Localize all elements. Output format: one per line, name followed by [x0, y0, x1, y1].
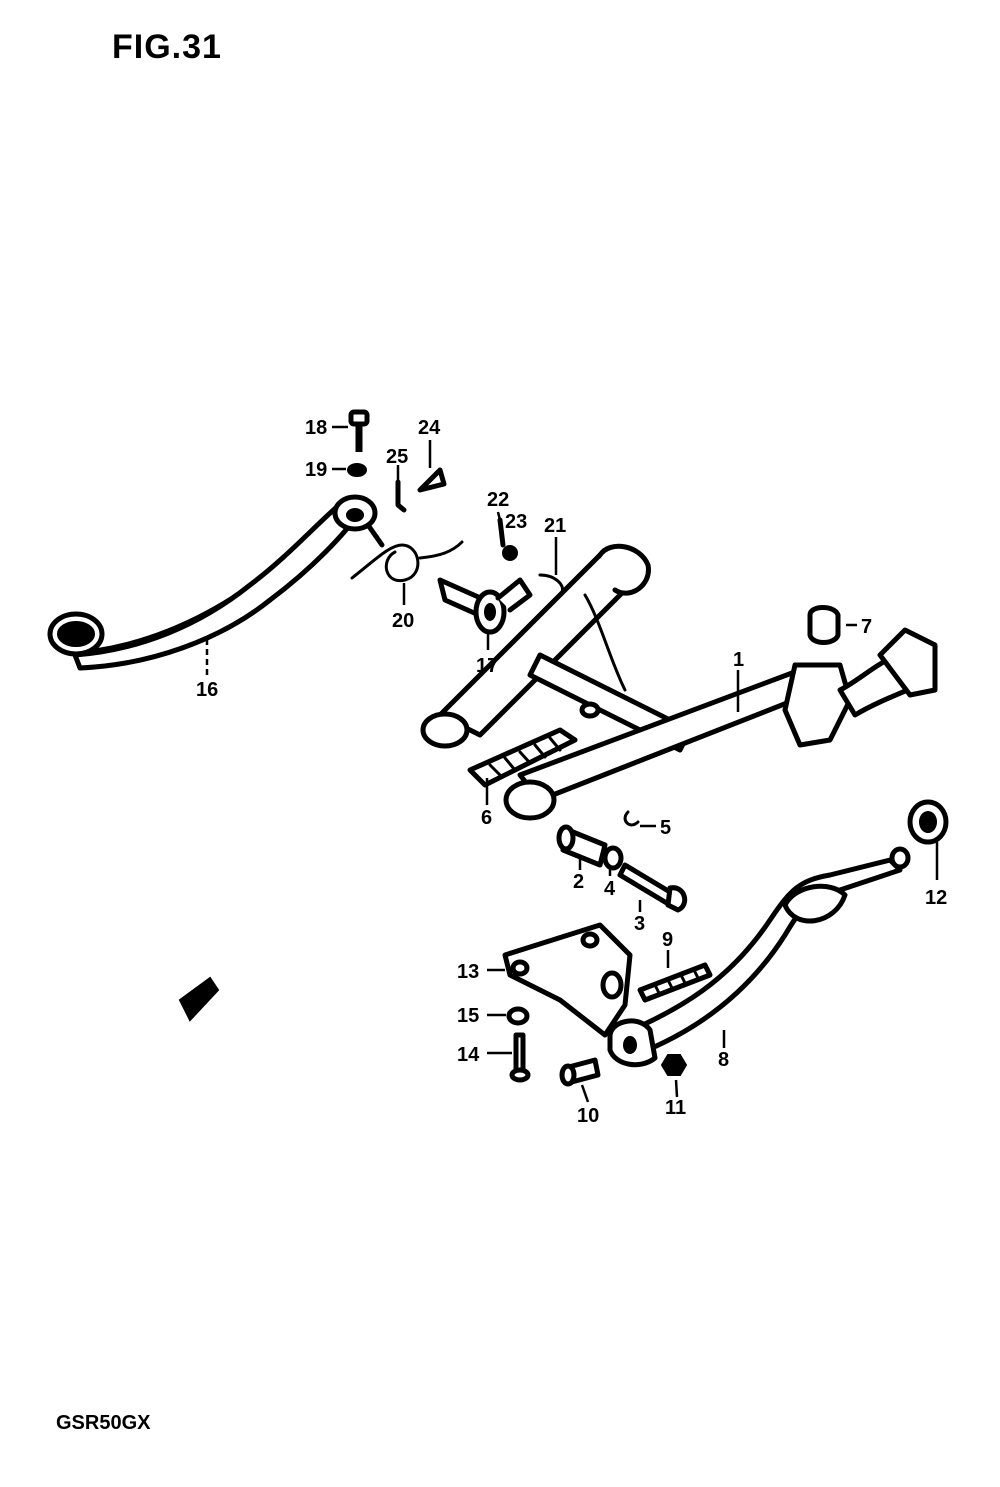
callout-6: 6 [481, 807, 492, 829]
callout-11: 11 [665, 1097, 686, 1119]
callout-5: 5 [660, 817, 671, 839]
part-4-washer [602, 845, 624, 871]
callout-15: 15 [457, 1005, 479, 1027]
callout-13: 13 [457, 961, 479, 983]
part-7-cap [807, 605, 841, 645]
part-20-spring [350, 540, 464, 583]
part-15-washer [506, 1006, 530, 1026]
part-11-nut [660, 1054, 688, 1076]
callout-10: 10 [577, 1105, 599, 1127]
callout-14: 14 [457, 1044, 480, 1066]
part-3-bolt [617, 862, 688, 913]
part-9-spring [637, 962, 713, 1003]
part-21-clip [538, 573, 565, 594]
callout-21: 21 [544, 515, 566, 537]
direction-marker-icon [178, 976, 220, 1022]
callout-24: 24 [418, 417, 441, 439]
callout-18: 18 [305, 417, 327, 439]
part-2-collar [556, 824, 608, 868]
callout-8: 8 [718, 1049, 729, 1071]
callout-16: 16 [196, 679, 218, 701]
figure-title: FIG.31 [112, 28, 222, 66]
part-19-washer [347, 463, 367, 477]
callout-3: 3 [634, 913, 645, 935]
callout-25: 25 [386, 446, 408, 468]
part-8-side-stand [607, 846, 911, 1068]
model-code: GSR50GX [56, 1412, 151, 1434]
callout-20: 20 [392, 610, 414, 632]
part-1-center-stand [420, 543, 938, 821]
callout-labels: 18 19 25 24 22 23 21 20 17 16 1 7 6 5 2 … [196, 417, 947, 1127]
part-24-bolt [417, 467, 447, 493]
part-14-bolt [509, 1032, 531, 1083]
callout-7: 7 [861, 616, 872, 638]
part-13-bracket [502, 922, 633, 1038]
callout-2: 2 [573, 871, 584, 893]
part-5-clip [623, 810, 640, 827]
part-17-pivot [437, 577, 533, 635]
callout-1: 1 [733, 649, 744, 671]
leader-lines [205, 425, 939, 1103]
callout-23: 23 [505, 511, 527, 533]
callout-19: 19 [305, 459, 327, 481]
callout-17: 17 [476, 655, 498, 677]
part-10-bolt [559, 1057, 601, 1087]
part-25-pin [395, 479, 407, 513]
part-18-bolt [348, 409, 370, 452]
part-23-nut [502, 545, 518, 561]
callout-22: 22 [487, 489, 509, 511]
part-12-cap [907, 799, 949, 845]
part-16-lever [47, 494, 385, 671]
callout-12: 12 [925, 887, 947, 909]
part-22-pin [497, 517, 506, 548]
callout-9: 9 [662, 929, 673, 951]
part-6-spring [467, 727, 578, 788]
callout-4: 4 [604, 878, 616, 900]
